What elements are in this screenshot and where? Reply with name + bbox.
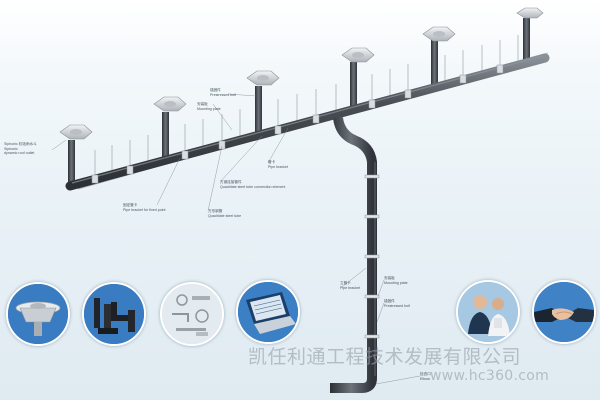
collector-brackets xyxy=(91,64,504,184)
callout-en: Mounting plate xyxy=(197,106,221,111)
callout-vertical-anchor: 锚固件 Prestressed bolt xyxy=(384,299,410,308)
callout-en: Elbow xyxy=(420,376,430,381)
site-watermark: www.hc360.com xyxy=(430,368,550,384)
roof-outlet-icon xyxy=(422,26,456,42)
roof-outlet-icon xyxy=(246,70,280,86)
callout-steel-connection: 方钢连接管件 Quadrilate steel tube connection … xyxy=(220,180,285,189)
callout-en: Pipe bracket for fixed point xyxy=(123,207,166,212)
handshake-icon xyxy=(534,282,594,342)
outlet-tail-pipes xyxy=(68,18,530,186)
photo-laptop-software xyxy=(236,280,300,344)
hanger-rods xyxy=(94,35,519,178)
company-watermark: 凯任利通工程技术发展有限公司 xyxy=(248,346,522,368)
callout-elbow: 检查口 Elbow xyxy=(420,372,431,381)
photo-bracket-parts xyxy=(160,282,224,346)
callout-zh: 立管卡 xyxy=(340,281,351,285)
callout-zh: 方钢连接管件 xyxy=(220,180,242,184)
callout-en: Mounting plate xyxy=(384,280,408,285)
photo-engineers-team xyxy=(456,280,520,344)
callout-en: Pipe bracket xyxy=(340,285,360,290)
callout-en: Quadrilate steel tube xyxy=(208,213,242,218)
callout-en: Siphonic xyxy=(4,146,18,151)
collector-pipe xyxy=(65,53,550,191)
roof-outlet-icon xyxy=(341,47,375,63)
roof-outlet-icon xyxy=(153,96,187,112)
callout-vertical-plate: 安装板 Mounting plate xyxy=(384,276,408,285)
callout-zh: 锚固件 xyxy=(384,299,395,303)
callout-en: Quadrilate steel tube connection element xyxy=(220,184,286,189)
callout-en: Prestressed bolt xyxy=(384,303,410,308)
callout-zh: 锚固件 xyxy=(210,88,221,92)
photo-handshake xyxy=(532,280,596,344)
callout-zh: 管卡 xyxy=(268,160,276,164)
callout-en: Pipe bracket xyxy=(268,164,288,169)
callout-pipe-bracket: 管卡 Pipe bracket xyxy=(268,160,288,169)
callout-en: dynamic roof outlet xyxy=(4,151,35,156)
callout-mounting-plate: 安装板 Mounting plate xyxy=(197,102,221,111)
callout-zh: 固定管卡 xyxy=(123,203,138,207)
roof-outlet-icon xyxy=(516,7,544,19)
leader-lines xyxy=(51,93,421,385)
callout-siphonic-outlet: Siphonic 虹吸雨水斗 Siphonic dynamic roof out… xyxy=(4,142,37,156)
callout-zh: 方形钢管 xyxy=(208,209,223,213)
downpipe-brackets xyxy=(364,174,380,339)
laptop-icon xyxy=(238,282,298,342)
roof-outlet-icon xyxy=(59,124,93,140)
callout-en: Prestressed bolt xyxy=(210,92,236,97)
callout-zh: 安装板 xyxy=(197,102,208,106)
callout-zh: Siphonic 虹吸雨水斗 xyxy=(4,142,37,146)
callout-zh: 检查口 xyxy=(420,372,431,376)
callout-steel-tube: 方形钢管 Quadrilate steel tube xyxy=(208,209,241,218)
downpipe xyxy=(330,117,377,393)
bracket-parts-product-icon xyxy=(162,284,222,344)
roof-outlet-caps xyxy=(59,7,544,140)
pipe-fittings-product-icon xyxy=(84,284,144,344)
callout-vertical-bracket: 立管卡 Pipe bracket xyxy=(340,281,360,290)
callout-fixed-point-bracket: 固定管卡 Pipe bracket for fixed point xyxy=(123,203,166,212)
callout-zh: 安装板 xyxy=(384,276,395,280)
callout-prestressed-bolt: 锚固件 Prestressed bolt xyxy=(210,88,236,97)
roof-outlet-product-icon xyxy=(8,284,68,344)
engineers-icon xyxy=(458,282,518,342)
photo-pipe-fittings xyxy=(82,282,146,346)
photo-roof-outlet xyxy=(6,282,70,346)
